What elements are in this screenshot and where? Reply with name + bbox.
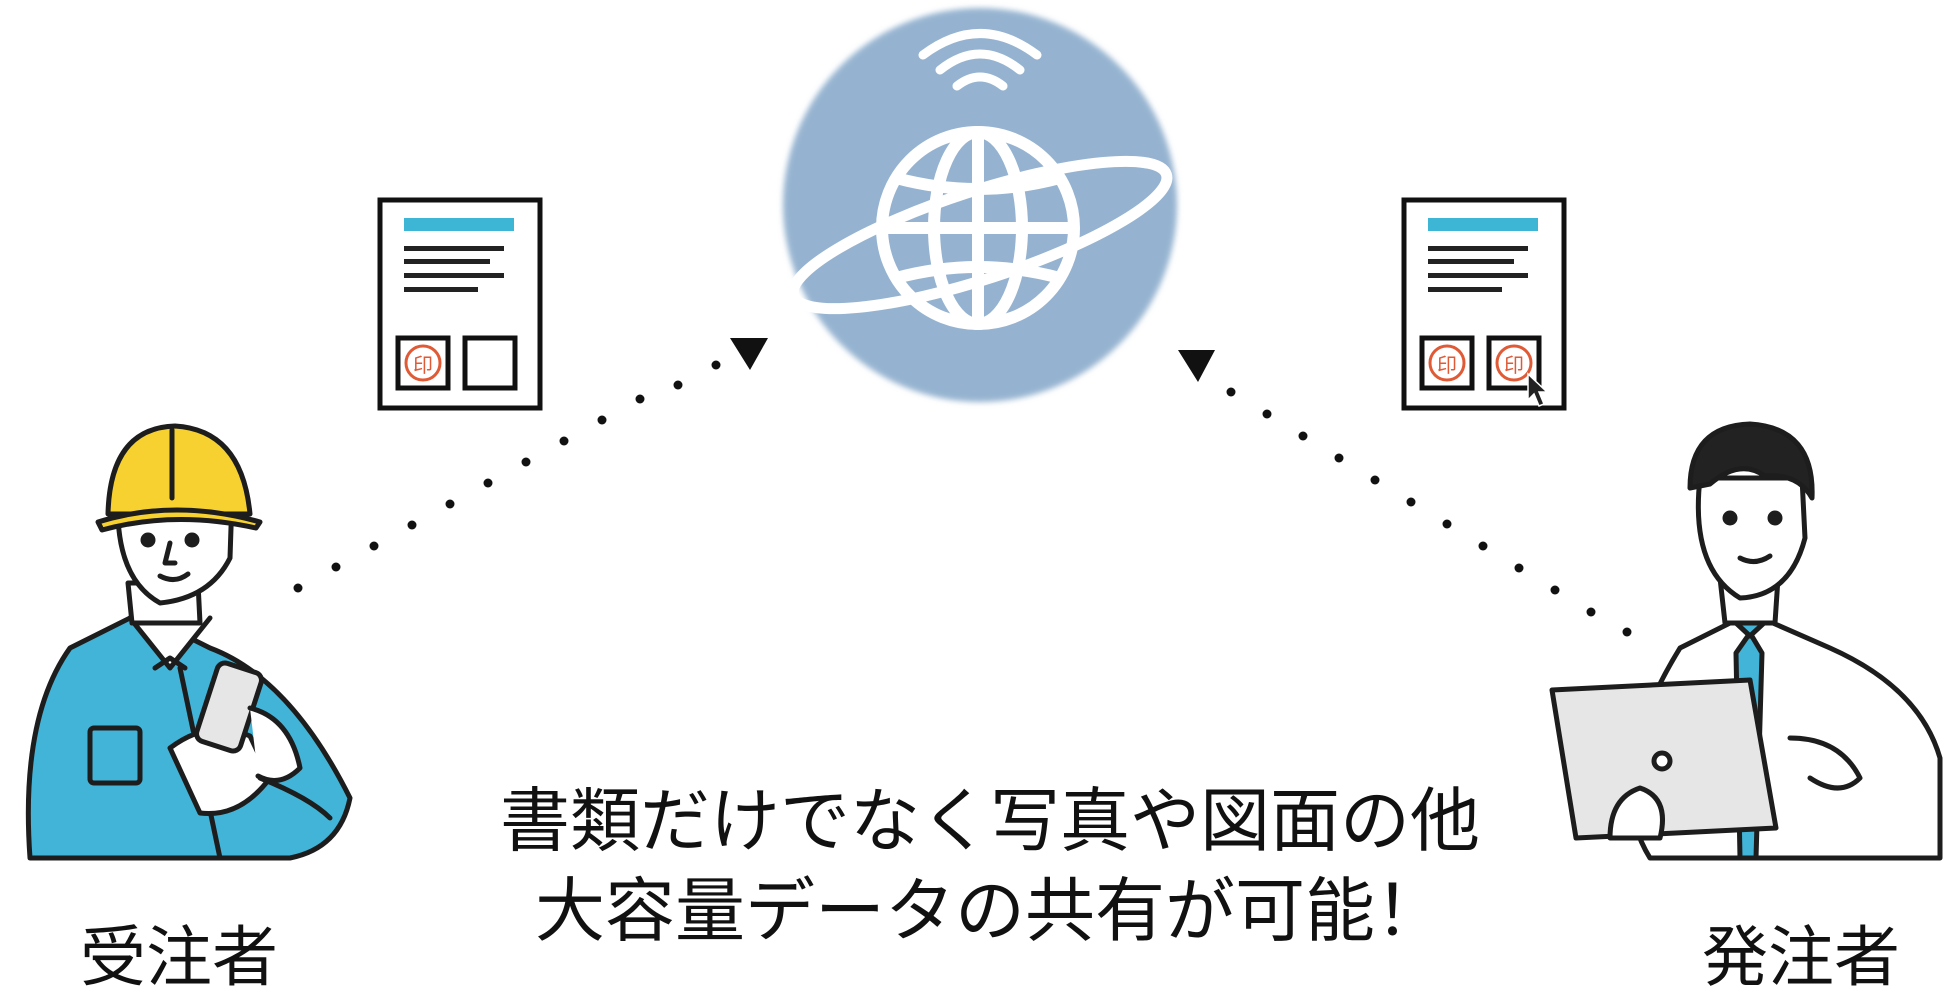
- contractor-illustration: [25, 423, 353, 861]
- left-document-icon: 印: [377, 197, 543, 411]
- seal-stamp-icon: [1428, 344, 1466, 382]
- face: [115, 495, 235, 606]
- arrowhead-icon: [1178, 350, 1215, 382]
- empty-stamp-box: [462, 335, 518, 391]
- caption-line-2: 大容量データの共有が可能！: [535, 870, 1445, 952]
- seal-stamp-icon: [404, 344, 442, 382]
- right-document-icon: 印 印: [1401, 197, 1567, 411]
- helmet: [105, 423, 253, 517]
- contractor-label: 受注者: [80, 919, 278, 996]
- orderer-illustration: [1549, 421, 1943, 861]
- mouse-cursor-icon: [1527, 372, 1549, 407]
- stamp-text: 印: [1504, 353, 1524, 377]
- network-globe-illustration: [783, 8, 1177, 402]
- stamp-text: 印: [1437, 353, 1457, 377]
- face: [1695, 475, 1808, 601]
- document-header-bar: [1428, 218, 1538, 231]
- hair: [1687, 421, 1815, 501]
- arrowhead-icon: [730, 338, 768, 370]
- caption: 書類だけでなく写真や図面の他 大容量データの共有が可能！: [440, 776, 1540, 956]
- wifi-icon: [918, 29, 1042, 91]
- orderer-label: 発注者: [1702, 919, 1900, 996]
- seal-stamp-icon: [1495, 344, 1533, 382]
- caption-line-1: 書類だけでなく写真や図面の他: [500, 780, 1480, 862]
- document-header-bar: [404, 218, 514, 231]
- left-dotted-arrow: [293, 338, 768, 593]
- orbit-ring: [787, 155, 1173, 315]
- stamp-text: 印: [413, 353, 433, 377]
- right-dotted-arrow: [1178, 350, 1632, 637]
